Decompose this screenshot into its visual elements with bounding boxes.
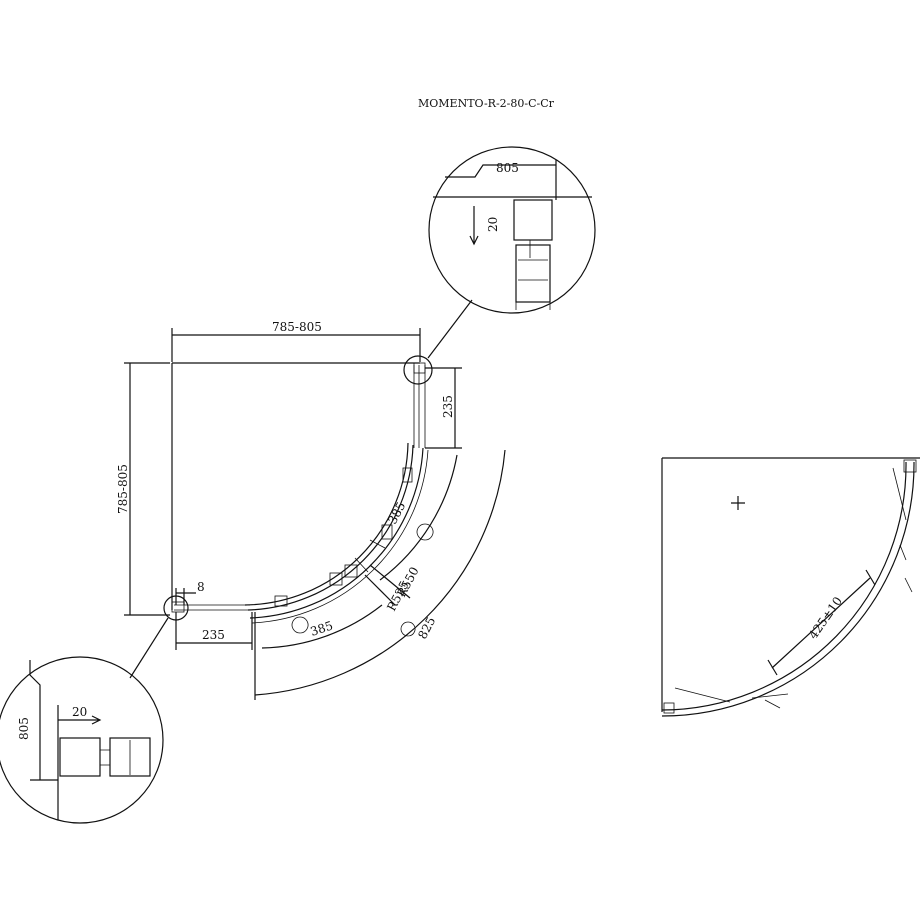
model-title: MOMENTO-R-2-80-C-Cr	[418, 97, 555, 110]
dim-door-bottom: 385	[309, 618, 335, 638]
dim-bottom-offset: 235	[202, 628, 225, 642]
detail-top-profile: 20	[486, 217, 500, 232]
dim-right-offset: 235	[441, 395, 455, 418]
detail-top: 805 20	[428, 146, 596, 314]
detail-bottom-profile: 20	[72, 705, 87, 719]
detail-bottom-height: 805	[17, 717, 31, 740]
dim-width: 785-805	[272, 320, 322, 334]
main-plan-view: 785-805 785-805 235 235 8 385 385 825 R5…	[116, 299, 506, 700]
dim-height: 785-805	[116, 464, 130, 514]
crosshair-marker	[731, 496, 745, 510]
dim-door-right: 385	[385, 500, 408, 527]
detail-bottom: 805 20	[0, 656, 164, 824]
detail-top-width: 805	[496, 161, 519, 175]
open-view: 425±10	[661, 457, 920, 717]
dim-entry: 825	[415, 615, 438, 642]
dim-gap: 8	[197, 580, 205, 594]
detail-marker-top	[403, 355, 433, 385]
dim-opening: 425±10	[806, 594, 845, 642]
